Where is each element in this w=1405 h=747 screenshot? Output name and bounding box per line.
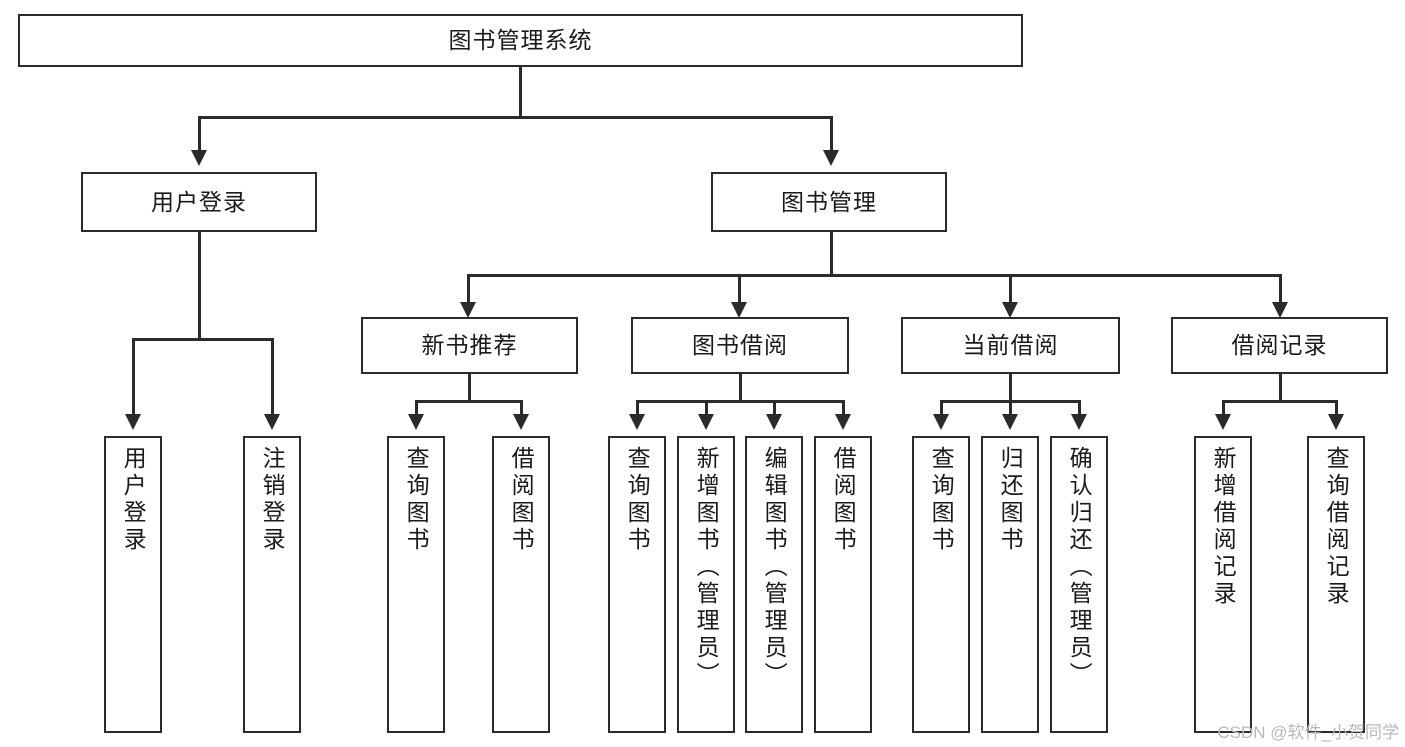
node-borrow-record[interactable]: 借阅记录 bbox=[1171, 317, 1388, 374]
connector-user-login-bus bbox=[132, 338, 273, 341]
node-leaf-borrow-borrow-book[interactable]: 借阅图书 bbox=[814, 436, 872, 733]
node-leaf-current-confirm-return-admin[interactable]: 确认归还（管理员） bbox=[1050, 436, 1108, 733]
node-user-login[interactable]: 用户登录 bbox=[81, 172, 317, 232]
arrowhead-bb-leaf-2 bbox=[766, 414, 782, 430]
arrowhead-user-login-leaf-1 bbox=[264, 414, 280, 430]
node-book-borrow[interactable]: 图书借阅 bbox=[631, 317, 849, 374]
connector-book-management-stem bbox=[830, 232, 833, 276]
connector-root-to-book-management bbox=[830, 116, 833, 152]
node-label: 查询图书 bbox=[403, 446, 430, 554]
node-leaf-record-query-record[interactable]: 查询借阅记录 bbox=[1307, 436, 1365, 733]
node-label: 图书借阅 bbox=[692, 332, 788, 359]
connector-user-login-to-leaf-0 bbox=[132, 338, 135, 416]
arrowhead-bm-level3-2 bbox=[1002, 302, 1018, 318]
node-label: 用户登录 bbox=[151, 188, 247, 215]
node-label: 当前借阅 bbox=[962, 332, 1059, 359]
node-label: 图书管理系统 bbox=[448, 27, 593, 54]
arrowhead-root-to-user-login bbox=[191, 150, 207, 166]
arrowhead-new-book-leaf-1 bbox=[513, 414, 529, 430]
arrowhead-bb-leaf-3 bbox=[835, 414, 851, 430]
arrowhead-cb-leaf-2 bbox=[1071, 414, 1087, 430]
arrowhead-cb-leaf-0 bbox=[933, 414, 949, 430]
node-leaf-borrow-add-book-admin[interactable]: 新增图书（管理员） bbox=[677, 436, 735, 733]
connector-current-borrow-stem bbox=[1009, 374, 1012, 402]
node-label: 借阅图书 bbox=[508, 446, 535, 554]
connector-bm-to-level3-0 bbox=[467, 274, 470, 304]
node-root-book-management-system[interactable]: 图书管理系统 bbox=[18, 14, 1023, 67]
connector-root-to-user-login bbox=[198, 116, 201, 152]
node-leaf-borrow-query-book[interactable]: 查询图书 bbox=[608, 436, 666, 733]
node-leaf-record-add-record[interactable]: 新增借阅记录 bbox=[1194, 436, 1252, 733]
connector-borrow-record-stem bbox=[1279, 374, 1282, 402]
node-leaf-current-return-book[interactable]: 归还图书 bbox=[981, 436, 1039, 733]
csdn-watermark: CSDN @软件_小贺同学 bbox=[1217, 723, 1399, 742]
arrowhead-bm-level3-1 bbox=[731, 302, 747, 318]
node-label: 查询图书 bbox=[624, 446, 651, 554]
arrowhead-cb-leaf-1 bbox=[1002, 414, 1018, 430]
node-leaf-recommend-borrow-book[interactable]: 借阅图书 bbox=[492, 436, 550, 733]
node-label: 查询图书 bbox=[928, 446, 955, 554]
connector-br-to-leaf-0 bbox=[1222, 400, 1225, 416]
connector-cb-to-leaf-1 bbox=[1009, 400, 1012, 416]
node-label: 新书推荐 bbox=[421, 332, 518, 359]
connector-book-borrow-bus bbox=[636, 400, 844, 403]
arrowhead-br-leaf-0 bbox=[1215, 414, 1231, 430]
node-label: 编辑图书（管理员） bbox=[761, 446, 788, 689]
node-label: 新增借阅记录 bbox=[1210, 446, 1237, 608]
connector-bb-to-leaf-2 bbox=[773, 400, 776, 416]
connector-bm-to-level3-1 bbox=[738, 274, 741, 304]
connector-br-to-leaf-1 bbox=[1335, 400, 1338, 416]
arrowhead-user-login-leaf-0 bbox=[125, 414, 141, 430]
connector-new-book-to-leaf-1 bbox=[520, 400, 523, 416]
connector-user-login-to-leaf-1 bbox=[271, 338, 274, 416]
connector-book-borrow-stem bbox=[739, 374, 742, 402]
connector-bb-to-leaf-1 bbox=[705, 400, 708, 416]
node-leaf-borrow-edit-book-admin[interactable]: 编辑图书（管理员） bbox=[745, 436, 803, 733]
connector-bm-to-level3-3 bbox=[1279, 274, 1282, 304]
node-label: 确认归还（管理员） bbox=[1066, 446, 1093, 689]
connector-root-bus bbox=[198, 116, 832, 119]
node-label: 借阅图书 bbox=[830, 446, 857, 554]
arrowhead-bm-level3-3 bbox=[1272, 302, 1288, 318]
node-book-management[interactable]: 图书管理 bbox=[711, 172, 947, 232]
connector-user-login-stem bbox=[198, 232, 201, 340]
connector-cb-to-leaf-2 bbox=[1078, 400, 1081, 416]
node-label: 借阅记录 bbox=[1231, 332, 1328, 359]
arrowhead-bm-level3-0 bbox=[460, 302, 476, 318]
node-leaf-current-query-book[interactable]: 查询图书 bbox=[912, 436, 970, 733]
node-current-borrow[interactable]: 当前借阅 bbox=[901, 317, 1120, 374]
node-leaf-recommend-query-book[interactable]: 查询图书 bbox=[387, 436, 445, 733]
connector-borrow-record-bus bbox=[1222, 400, 1337, 403]
arrowhead-br-leaf-1 bbox=[1328, 414, 1344, 430]
arrowhead-bb-leaf-1 bbox=[698, 414, 714, 430]
connector-cb-to-leaf-0 bbox=[940, 400, 943, 416]
node-new-book-recommend[interactable]: 新书推荐 bbox=[361, 317, 578, 374]
node-leaf-user-login-logout[interactable]: 注销登录 bbox=[243, 436, 301, 733]
connector-bb-to-leaf-3 bbox=[842, 400, 845, 416]
connector-root-stem bbox=[519, 67, 522, 117]
arrowhead-bb-leaf-0 bbox=[629, 414, 645, 430]
connector-bb-to-leaf-0 bbox=[636, 400, 639, 416]
node-label: 注销登录 bbox=[259, 446, 286, 554]
node-label: 归还图书 bbox=[997, 446, 1024, 554]
connector-new-book-bus bbox=[415, 400, 522, 403]
connector-new-book-stem bbox=[468, 374, 471, 402]
node-label: 查询借阅记录 bbox=[1323, 446, 1350, 608]
arrowhead-new-book-leaf-0 bbox=[408, 414, 424, 430]
connector-new-book-to-leaf-0 bbox=[415, 400, 418, 416]
node-label: 图书管理 bbox=[781, 188, 877, 215]
arrowhead-root-to-book-management bbox=[823, 150, 839, 166]
node-label: 用户登录 bbox=[120, 446, 147, 554]
node-label: 新增图书（管理员） bbox=[693, 446, 720, 689]
connector-book-management-bus bbox=[467, 274, 1281, 277]
node-leaf-user-login-login[interactable]: 用户登录 bbox=[104, 436, 162, 733]
connector-bm-to-level3-2 bbox=[1009, 274, 1012, 304]
